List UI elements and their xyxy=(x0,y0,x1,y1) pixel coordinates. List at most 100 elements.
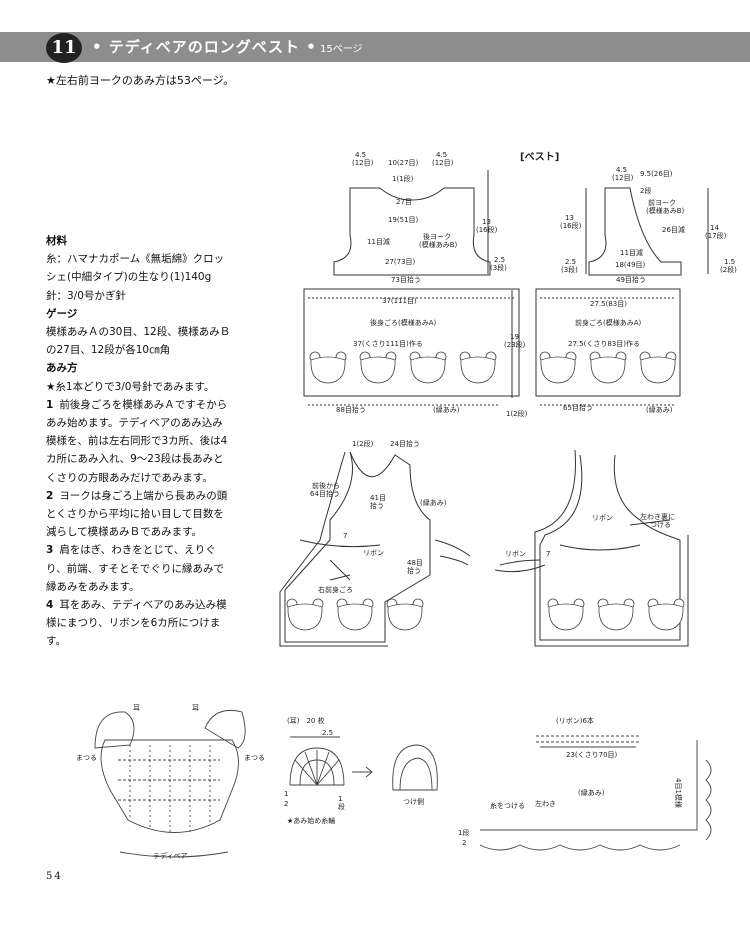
label: 前後から xyxy=(312,481,340,490)
label: 49目拾う xyxy=(616,275,646,284)
assembled-front-diagram xyxy=(279,451,471,647)
label: 2.5 xyxy=(565,258,576,266)
label: 27.5(83目) xyxy=(590,300,627,308)
label: 1 xyxy=(284,790,288,798)
label: ★あみ始め糸輪 xyxy=(287,816,335,825)
label: (模様あみB) xyxy=(646,206,685,215)
label: (16段) xyxy=(476,225,498,234)
label: 18(49目) xyxy=(615,261,646,269)
teddy-chart xyxy=(94,709,246,858)
label: 27(73目) xyxy=(385,258,416,266)
label: つけ側 xyxy=(403,797,424,806)
page-number: 54 xyxy=(46,871,63,882)
label: 4.5 xyxy=(436,151,447,159)
label: 拾う xyxy=(407,566,421,575)
ear-chart-labels: (耳) 20 枚 2.5 ★あみ始め糸輪 1 2 1 段 つけ側 xyxy=(284,716,424,825)
label: 糸をつける xyxy=(490,801,525,810)
label: リボン xyxy=(592,514,613,522)
label: 11目減 xyxy=(367,237,390,246)
label: (12目) xyxy=(352,159,374,167)
ear-chart xyxy=(289,736,438,791)
label: 48目 xyxy=(407,559,423,567)
label: 27.5(くさり83目)作る xyxy=(568,339,640,348)
header-band xyxy=(0,32,750,62)
label: 前身ごろ(模様あみA) xyxy=(575,318,642,327)
label: リボン xyxy=(363,549,384,557)
label: 19(51目) xyxy=(388,216,419,224)
assembled-back-diagram xyxy=(494,449,689,647)
label: 1 xyxy=(338,795,342,803)
label: リボン xyxy=(505,550,526,558)
method-heading: あみ方 xyxy=(46,362,78,375)
label: 37(111目) xyxy=(382,297,417,305)
back-piece-diagram xyxy=(303,170,520,406)
label: (17段) xyxy=(705,231,727,240)
label: 前ヨーク xyxy=(648,198,676,207)
materials-heading: 材料 xyxy=(46,235,67,247)
label: 4.5 xyxy=(355,151,366,159)
label: 27目 xyxy=(396,198,412,206)
label: 耳 xyxy=(192,704,199,712)
ribbon-chart-labels: (リボン)6本 23(くさり70目) (縁あみ) 糸をつける 左わき 1段 2 … xyxy=(458,716,683,847)
page-reference: 15ページ xyxy=(320,44,363,55)
label: 耳 xyxy=(133,704,140,712)
label: (12目) xyxy=(432,159,454,167)
label: (リボン)6本 xyxy=(556,716,594,725)
label: 1(1段) xyxy=(392,174,414,183)
label: 14 xyxy=(710,224,719,232)
label: テディベア xyxy=(153,851,188,860)
back-bears xyxy=(309,351,497,384)
label: まつる xyxy=(244,754,265,762)
pattern-title: • テディベアのロングベスト • xyxy=(92,38,317,56)
label: 左わき xyxy=(535,799,556,808)
label: 10(27目) xyxy=(388,159,419,167)
label: 19 xyxy=(510,333,519,341)
label: 88目拾う xyxy=(336,405,366,414)
label: 65目拾う xyxy=(563,403,593,412)
gauge-heading: ゲージ xyxy=(46,307,78,320)
label: つける xyxy=(650,521,671,529)
label: 2段 xyxy=(640,186,651,195)
label: (12目) xyxy=(612,174,634,182)
yoke-note: ★左右前ヨークのあみ方は53ページ。 xyxy=(46,74,235,87)
label: 41目 xyxy=(370,494,386,502)
label: 64目拾う xyxy=(310,489,340,498)
label: 7 xyxy=(343,532,347,540)
step-number: 4 xyxy=(46,599,54,612)
front-bears xyxy=(539,351,677,384)
label: 2.5 xyxy=(322,729,333,737)
label: (3段) xyxy=(561,265,578,274)
label: (縁あみ) xyxy=(420,498,447,507)
label: 4.5 xyxy=(616,166,627,174)
materials-needle: 針：3/0号かぎ針 xyxy=(46,289,126,302)
label: (縁あみ) xyxy=(646,405,673,414)
front-piece-labels: 4.5 (12目) 9.5(26目) 2段 前ヨーク (模様あみB) 26目減 … xyxy=(560,166,737,414)
label: 段 xyxy=(338,802,345,811)
assembly-back-bears xyxy=(547,598,685,631)
step-number: 1 xyxy=(46,398,54,411)
label: 1.5 xyxy=(724,258,735,266)
label: 拾う xyxy=(370,501,384,510)
ribbon-chart xyxy=(479,735,712,851)
label: 26目減 xyxy=(662,225,685,234)
label: 1段 xyxy=(458,828,469,837)
label: 11目減 xyxy=(620,248,643,257)
label: 13 xyxy=(565,214,574,222)
label: 24目拾う xyxy=(390,439,420,448)
label: 4目1模様 xyxy=(674,778,683,808)
instructions-column: 材料 糸：ハマナカポーム《無垢綿》クロッシェ(中細タイプ)の生なり(1)140g… xyxy=(46,232,231,651)
label: 73目拾う xyxy=(391,275,421,284)
label: (耳) 20 枚 xyxy=(287,716,325,725)
method-intro: ★糸1本どりで3/0号針であみます。 xyxy=(46,380,215,393)
label: 2 xyxy=(462,839,466,847)
label: 2.5 xyxy=(494,256,505,264)
step-text: 耳をあみ、テディベアのあみ込み模様にまつり、リボンを6カ所につけます。 xyxy=(46,599,227,648)
label: 23(くさり70目) xyxy=(566,751,618,759)
label: (2段) xyxy=(720,265,737,274)
label: 左わき裏に xyxy=(640,512,675,521)
label: 13 xyxy=(482,218,491,226)
